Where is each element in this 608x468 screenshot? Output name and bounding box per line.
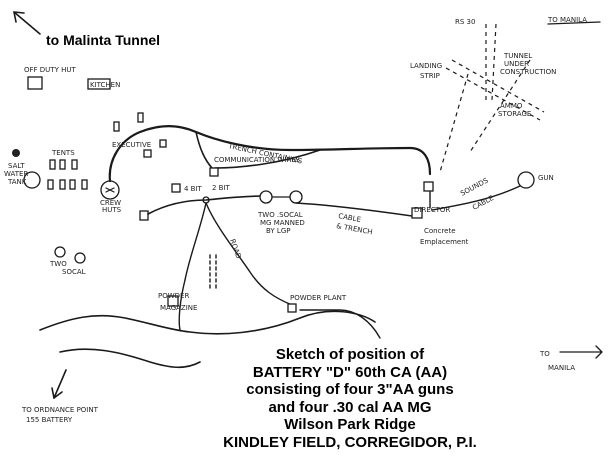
ammo-storage-label-1: AMMO: [500, 102, 523, 110]
caption-line-4: and four .30 cal AA MG: [268, 398, 432, 416]
rs30-label: RS 30: [455, 18, 475, 26]
ordnance-label-1: TO ORDNANCE POINT: [21, 406, 99, 414]
ammo-storage-label-2: STORAGE: [498, 110, 531, 118]
tank-label: TANK: [7, 178, 27, 186]
caption-line-6: KINDLEY FIELD, CORREGIDOR, P.I.: [223, 433, 477, 451]
caption-line-5: Wilson Park Ridge: [284, 416, 416, 433]
emplacement-label: Emplacement: [420, 238, 469, 246]
malinta-label: to Malinta Tunnel: [46, 32, 160, 48]
tunnel-label-2: UNDER: [504, 60, 529, 68]
caption-line-2: BATTERY "D" 60th CA (AA): [252, 363, 448, 381]
sounds-label: SOUNDS: [459, 176, 490, 197]
ordnance-label-2: 155 BATTERY: [26, 416, 73, 424]
landing-label-1: LANDING: [410, 62, 442, 70]
hut-f-label: 4 BIT: [184, 185, 203, 193]
gun-pit-east: [517, 171, 535, 189]
arrow-to-ordnance-icon: [51, 369, 67, 399]
caption-line-3: consisting of four 3"AA guns: [246, 381, 454, 398]
huts-label: HUTS: [102, 206, 122, 214]
bottom-right-label-1: TO: [539, 350, 550, 358]
hut-b: [137, 112, 144, 123]
kitchen-label: KITCHEN: [90, 81, 120, 89]
mg-pit-label-2: SOCAL: [62, 268, 86, 276]
top-right-arrow-icon: [547, 21, 601, 25]
two-socal-label-2: MG MANNED: [260, 219, 305, 227]
marker-dot: [12, 149, 20, 157]
mg-position-1: [259, 190, 273, 204]
cable-label-2: CABLE: [471, 194, 495, 212]
ammo-hut-south-label: POWDER PLANT: [290, 294, 347, 302]
tunnel-label-1: TUNNEL: [503, 52, 532, 60]
two-socal-label-3: BY LGP: [266, 227, 290, 235]
hut-d: [143, 149, 152, 158]
ammo-hut-south: [287, 303, 297, 313]
hut-f: [171, 183, 181, 193]
bottom-right-label-2: MANILA: [548, 364, 575, 372]
off-duty-hut: [27, 76, 43, 90]
landing-label-2: STRIP: [420, 72, 440, 80]
hut-e: [209, 167, 219, 177]
two-socal-label-1: TWO .SOCAL: [257, 211, 303, 219]
director-emplacement: [411, 207, 423, 219]
tents-group: [47, 159, 88, 190]
crew-label: CREW: [100, 199, 121, 207]
bottom-right-arrow-icon: [559, 345, 603, 359]
hut-a: [113, 121, 120, 132]
cable-label: CABLE: [338, 212, 362, 224]
tunnel-label-3: CONSTRUCTION: [500, 68, 556, 76]
powder-label-1: POWDER: [158, 292, 189, 300]
small-label: EXECUTIVE: [112, 141, 151, 149]
mg-position-2: [289, 190, 303, 204]
top-right-label: TO MANILA: [547, 16, 587, 24]
hut-c: [159, 139, 167, 148]
small-pit: [54, 246, 66, 258]
mg-pit-label-1: TWO: [49, 260, 67, 268]
powder-label-2: MAGAZINE: [160, 304, 197, 312]
caption-line-1: Sketch of position of: [275, 346, 425, 363]
salt-label: SALT: [8, 162, 25, 170]
salt-water-tank: [23, 171, 41, 189]
road-label: ROAD: [228, 238, 243, 260]
powder-magazine: [167, 295, 179, 307]
director-hut: [423, 181, 434, 192]
tents-label: TENTS: [51, 149, 75, 157]
kitchen-hut: [87, 78, 111, 90]
sketch-caption: Sketch of position of BATTERY "D" 60th C…: [200, 346, 500, 451]
small-pit-2: [74, 252, 86, 264]
off-duty-hut-label: OFF DUTY HUT: [24, 66, 76, 74]
hut-g: [139, 210, 149, 221]
arrow-to-malinta-icon: [13, 11, 41, 35]
trench-label: & TRENCH: [336, 222, 373, 236]
gun-label: GUN: [538, 174, 554, 182]
water-label: WATER: [4, 170, 28, 178]
trench-label-2: COMMUNICATION WIRES: [214, 156, 301, 164]
ammo-hut-label: 2 BIT: [212, 184, 231, 192]
concrete-label: Concrete: [424, 227, 456, 235]
